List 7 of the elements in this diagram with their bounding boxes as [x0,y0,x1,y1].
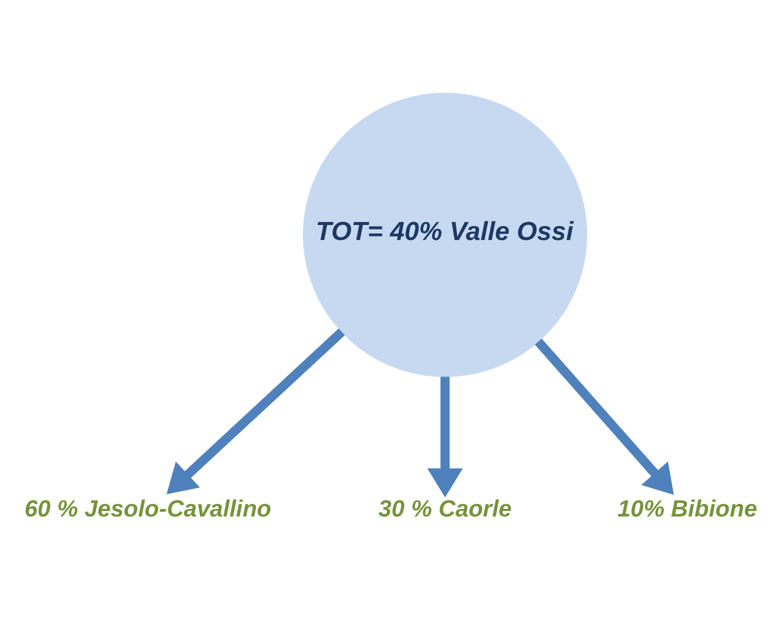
node-text: 10% Bibione [617,495,758,522]
arrow [534,338,674,494]
node-circle: TOT= 40% Valle Ossi [302,92,588,376]
arrow [427,376,463,497]
arrow [166,328,345,494]
node-text: 60 % Jesolo-Cavallino [24,495,272,522]
node-text: 30 % Caorle [378,495,512,522]
